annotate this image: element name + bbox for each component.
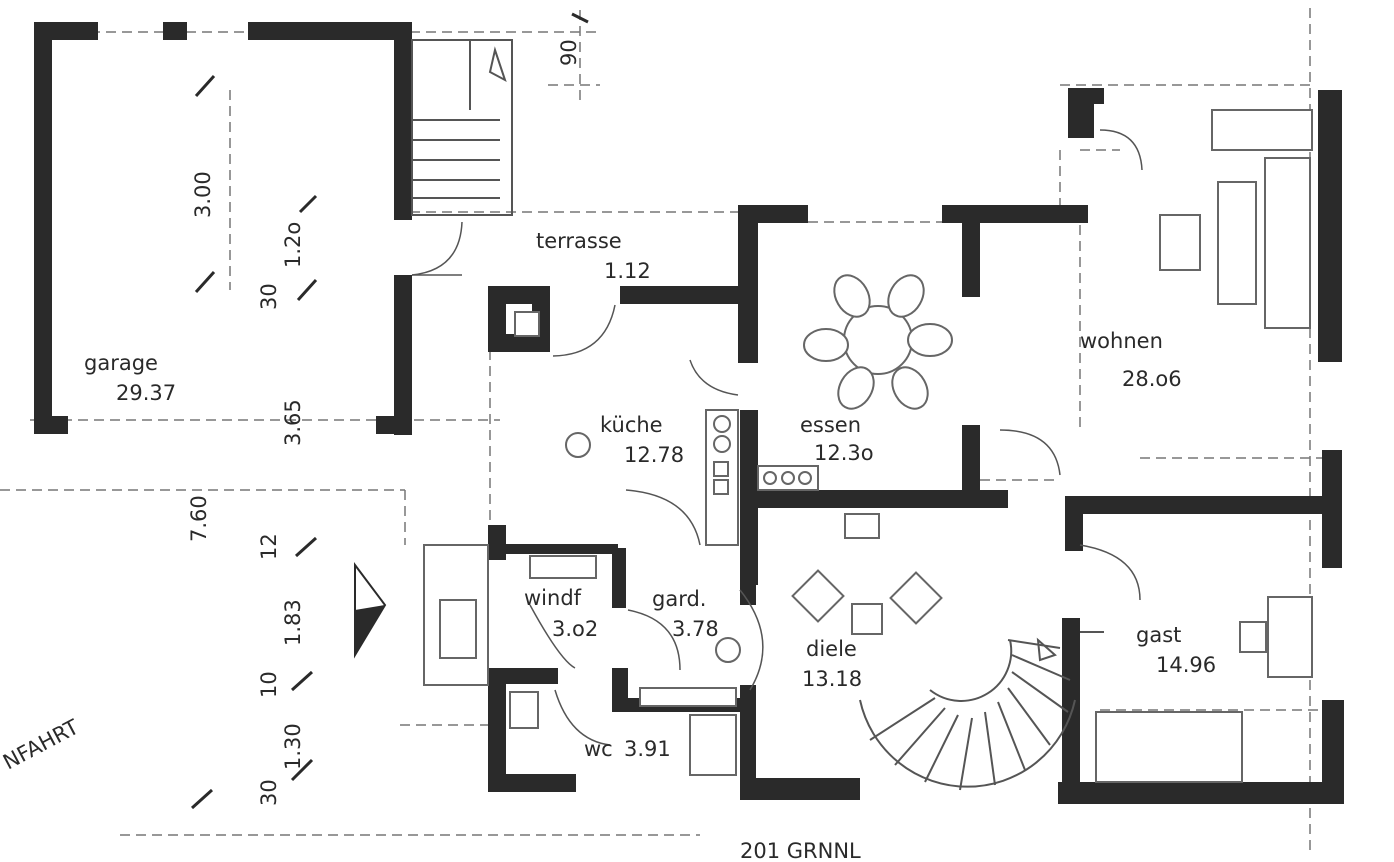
wc-toilet	[509, 691, 539, 729]
cooktop-burner	[763, 471, 777, 485]
wardrobe	[639, 687, 737, 707]
coffee-table	[1217, 181, 1257, 305]
entrance-arrow-fill	[355, 605, 385, 655]
furniture	[423, 109, 1313, 783]
stove-knob	[713, 479, 729, 495]
terrasse-area: 1.12	[604, 259, 651, 283]
dining-chair	[887, 274, 925, 318]
wc-area: 3.91	[624, 737, 671, 761]
kueche-name: küche	[600, 413, 663, 437]
wohnen-name: wohnen	[1080, 329, 1163, 353]
bed	[1095, 711, 1243, 783]
diele-area: 13.18	[802, 667, 862, 691]
dining-chair	[803, 328, 849, 362]
essen-area: 12.3o	[814, 441, 874, 465]
windf-name: windf	[524, 586, 582, 610]
spiral-stair	[859, 637, 1076, 791]
windf-area: 3.o2	[552, 617, 598, 641]
wc-basin	[689, 714, 737, 776]
gard-area: 3.78	[672, 617, 719, 641]
dim-1-20: 1.2o	[281, 222, 305, 268]
construction-lines	[0, 8, 1330, 850]
diele-name: diele	[806, 637, 857, 661]
bottom-text: 201 GRNNL	[740, 839, 861, 862]
wc-name: wc	[584, 737, 613, 761]
dim-10: 10	[257, 671, 281, 698]
dim-12: 12	[257, 533, 281, 560]
stove-burner	[713, 435, 731, 453]
dim-7-60: 7.60	[187, 495, 211, 542]
dining-chair	[907, 323, 953, 357]
garage-stair	[411, 39, 513, 216]
dim-1-30: 1.30	[281, 723, 305, 770]
dining-chair	[891, 366, 929, 410]
cooktop-burner	[781, 471, 795, 485]
wall-outlet	[514, 311, 540, 337]
armchair	[1159, 214, 1201, 271]
column	[715, 637, 741, 663]
dim-3-65: 3.65	[281, 399, 305, 446]
gard-name: gard.	[652, 587, 706, 611]
kitchen-sink	[565, 432, 591, 458]
kueche-area: 12.78	[624, 443, 684, 467]
desk-chair	[1239, 621, 1267, 653]
dim-30-b: 30	[257, 779, 281, 806]
fireplace	[844, 513, 880, 539]
dim-30-a: 30	[257, 283, 281, 310]
garage-area: 29.37	[116, 381, 176, 405]
dimension-labels: 90 3.00 1.2o 30 3.65 7.60 12 1.83 10 1.3…	[187, 39, 581, 806]
cooktop-burner	[798, 471, 812, 485]
sofa	[1211, 109, 1313, 151]
dining-chair	[837, 366, 875, 410]
diele-table	[851, 603, 883, 635]
essen-name: essen	[800, 413, 861, 437]
stove-knob	[713, 461, 729, 477]
einfahrt-label: NFAHRT	[0, 715, 83, 775]
shoe-cabinet	[439, 599, 477, 659]
dim-garage-3-00: 3.00	[191, 171, 215, 218]
stove-burner	[713, 415, 731, 433]
walls	[34, 22, 1344, 804]
gast-area: 14.96	[1156, 653, 1216, 677]
dining-chair	[833, 274, 871, 318]
dim-90: 90	[557, 39, 581, 66]
room-labels: garage 29.37 terrasse 1.12 küche 12.78 e…	[84, 229, 1216, 761]
radiator	[529, 555, 597, 579]
dimension-ticks	[190, 12, 589, 810]
garage-name: garage	[84, 351, 158, 375]
dim-1-83: 1.83	[281, 599, 305, 646]
diele-chair	[791, 569, 845, 623]
wohnen-area: 28.o6	[1122, 367, 1182, 391]
desk	[1267, 596, 1313, 678]
terrasse-name: terrasse	[536, 229, 622, 253]
doors	[411, 129, 1143, 746]
gast-name: gast	[1136, 623, 1181, 647]
sofa	[1264, 157, 1311, 329]
diele-chair	[889, 571, 943, 625]
